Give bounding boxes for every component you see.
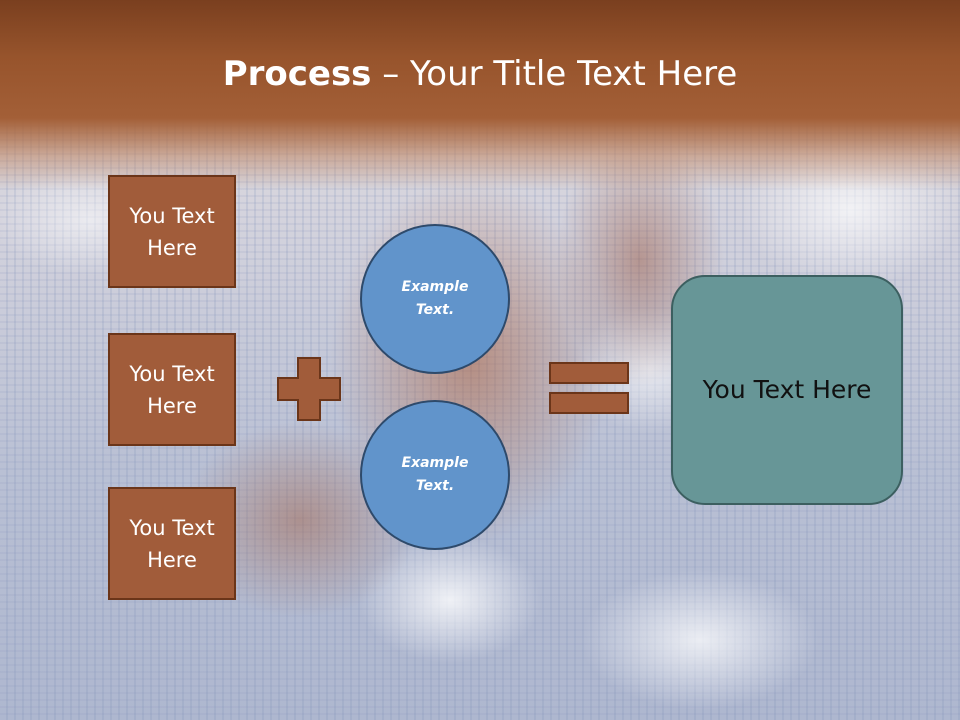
circle-label: Example Text.: [401, 455, 469, 494]
result-label: You Text Here: [702, 375, 872, 404]
text-box-3[interactable]: You Text Here: [108, 487, 236, 600]
plus-icon[interactable]: [277, 357, 341, 421]
text-box-label: You Text Here: [129, 515, 215, 572]
text-box-2[interactable]: You Text Here: [108, 333, 236, 446]
example-circle-2[interactable]: Example Text.: [360, 400, 510, 550]
circle-label: Example Text.: [401, 279, 469, 318]
slide-title[interactable]: Process – Your Title Text Here: [0, 52, 960, 96]
equals-icon[interactable]: [549, 362, 629, 416]
text-box-label: You Text Here: [129, 361, 215, 418]
text-box-1[interactable]: You Text Here: [108, 175, 236, 288]
title-bar: [0, 0, 960, 190]
title-bold: Process: [222, 54, 372, 94]
result-box[interactable]: You Text Here: [671, 275, 903, 505]
example-circle-1[interactable]: Example Text.: [360, 224, 510, 374]
title-rest: – Your Title Text Here: [371, 54, 738, 94]
text-box-label: You Text Here: [129, 203, 215, 260]
